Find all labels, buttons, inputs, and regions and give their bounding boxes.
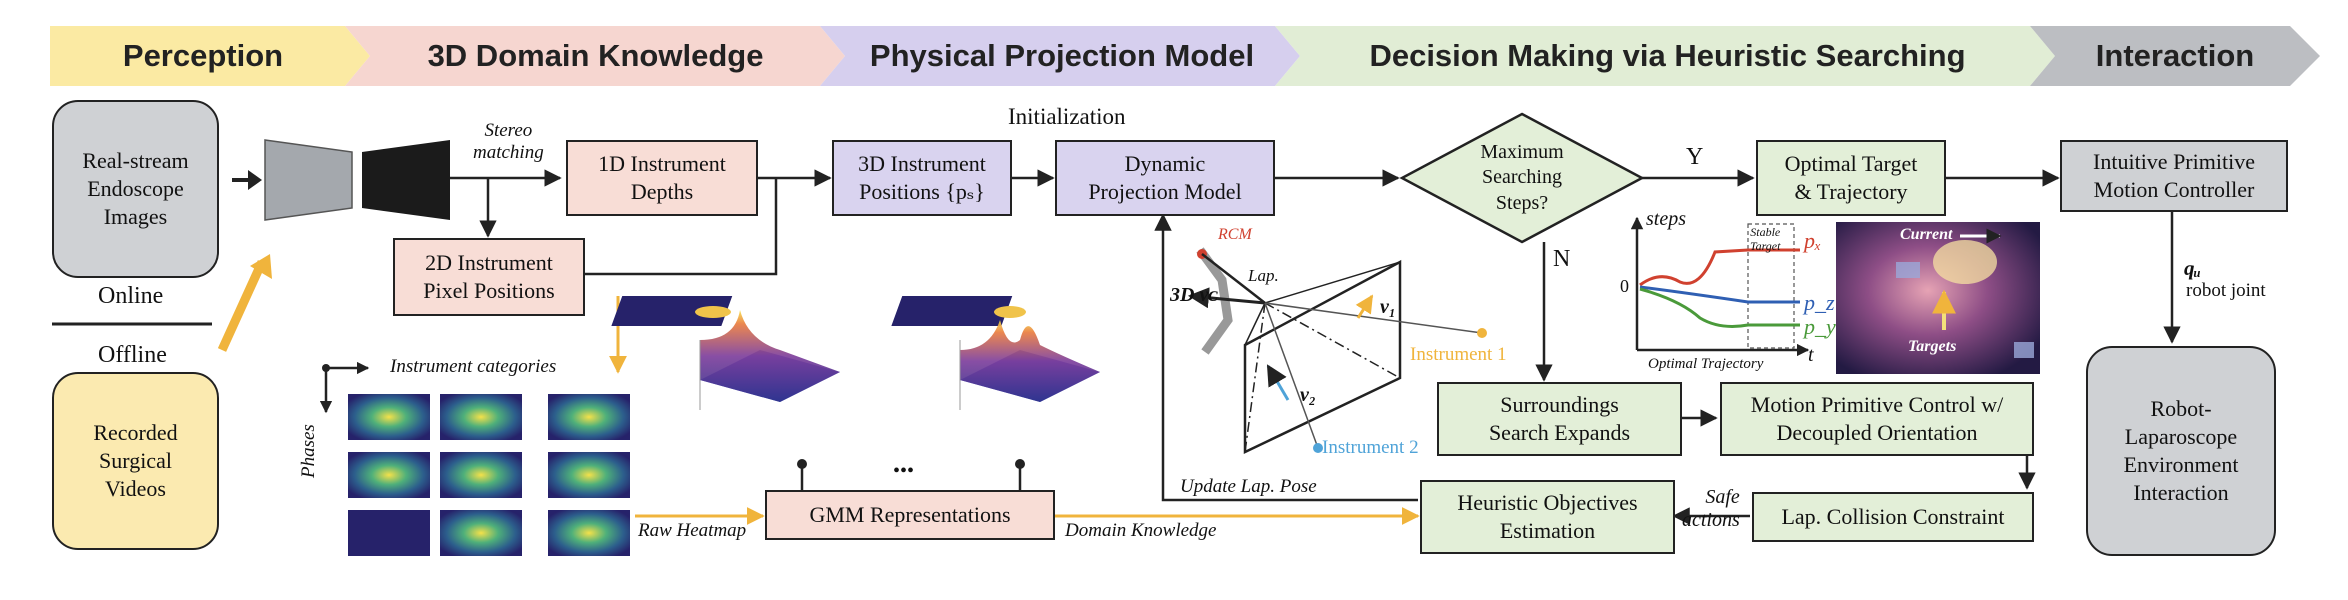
max-steps-text: Maximum Searching Steps?	[1480, 140, 1564, 214]
optimal-target-box: Optimal Target & Trajectory	[1756, 140, 1946, 216]
ellipsis-label: •••	[893, 460, 915, 482]
motion-primitive-box: Motion Primitive Control w/ Decoupled Or…	[1720, 382, 2034, 456]
qu-label: qᵤ	[2184, 256, 2201, 280]
endo-targets-label: Targets	[1908, 338, 1957, 355]
phase-band-projection	[820, 26, 1300, 86]
phases-axis-label: Phases	[298, 424, 319, 478]
no-label: N	[1553, 246, 1571, 272]
collision-constraint-box: Lap. Collision Constraint	[1752, 492, 2034, 542]
chart-title: Optimal Trajectory	[1648, 356, 1764, 372]
heatmap-grid	[348, 394, 630, 556]
v3d-label: 3D vᴄ	[1170, 284, 1218, 306]
realstream-images-box: Real-stream Endoscope Images	[52, 100, 219, 278]
initialization-label: Initialization	[1008, 104, 1126, 129]
heuristic-estimation-box: Heuristic Objectives Estimation	[1420, 480, 1675, 554]
robot-environment-box: Robot- Laparoscope Environment Interacti…	[2086, 346, 2276, 556]
phase-band-perception	[50, 26, 370, 86]
phase-band-decision	[1275, 26, 2055, 86]
projection-geometry-figure	[1187, 247, 1487, 454]
update-lap-pose-label: Update Lap. Pose	[1180, 476, 1317, 497]
domain-knowledge-label: Domain Knowledge	[1065, 520, 1217, 541]
chart-ylabel: steps	[1646, 208, 1686, 230]
chart-zero: 0	[1620, 276, 1629, 296]
surroundings-search-box: Surroundings Search Expands	[1437, 382, 1682, 456]
v1-label: v₁	[1380, 296, 1396, 318]
chart-stable-target: Stable Target	[1750, 225, 1781, 253]
rcm-label: RCM	[1218, 226, 1252, 243]
max-steps-decision	[1399, 112, 1645, 244]
dynamic-projection-box: Dynamic Projection Model	[1055, 140, 1275, 216]
chart-xlabel: t	[1808, 344, 1814, 366]
phase-physical-projection: Physical Projection Model	[869, 38, 1255, 73]
gmm-representations-box: GMM Representations	[765, 490, 1055, 540]
gmm-surface-plot-2	[891, 296, 1100, 410]
phase-band-domain	[345, 26, 845, 86]
phase-band-interaction	[2030, 26, 2320, 86]
lap-label: Lap.	[1248, 266, 1279, 285]
series-pz-label: p_z	[1804, 290, 1835, 315]
stereo-matching-label: Stereo matching	[473, 120, 544, 163]
recorded-videos-box: Recorded Surgical Videos	[52, 372, 219, 550]
raw-heatmap-label: Raw Heatmap	[638, 520, 747, 541]
endoscope-view	[1836, 222, 2040, 374]
phase-3d-domain-knowledge: 3D Domain Knowledge	[427, 38, 764, 73]
phase-interaction: Interaction	[2095, 38, 2255, 73]
safe-actions-label: Safe actions	[1682, 486, 1740, 531]
instrument-categories-label: Instrument categories	[390, 356, 557, 377]
phase-perception: Perception	[122, 38, 284, 73]
endo-current-label: Current	[1900, 226, 1953, 243]
instrument-pixel-box: 2D Instrument Pixel Positions	[393, 238, 585, 316]
online-label: Online	[98, 283, 164, 309]
v2-label: v₂	[1300, 384, 1316, 406]
instrument1-label: Instrument 1	[1410, 344, 1507, 365]
instrument-positions-box: 3D Instrument Positions {pₛ}	[832, 140, 1012, 216]
robot-joint-label: robot joint	[2186, 280, 2266, 301]
instrument-depths-box: 1D Instrument Depths	[566, 140, 758, 216]
series-py-label: p_y	[1804, 314, 1836, 339]
yes-label: Y	[1686, 144, 1704, 170]
offline-label: Offline	[98, 342, 167, 368]
gmm-surface-plot-1	[611, 296, 840, 410]
instrument2-label: Instrument 2	[1322, 437, 1419, 458]
series-px-label: pₓ	[1804, 228, 1822, 253]
intuitive-controller-box: Intuitive Primitive Motion Controller	[2060, 140, 2288, 212]
trajectory-chart	[1630, 216, 1810, 357]
phase-decision-making: Decision Making via Heuristic Searching	[1369, 38, 1966, 73]
